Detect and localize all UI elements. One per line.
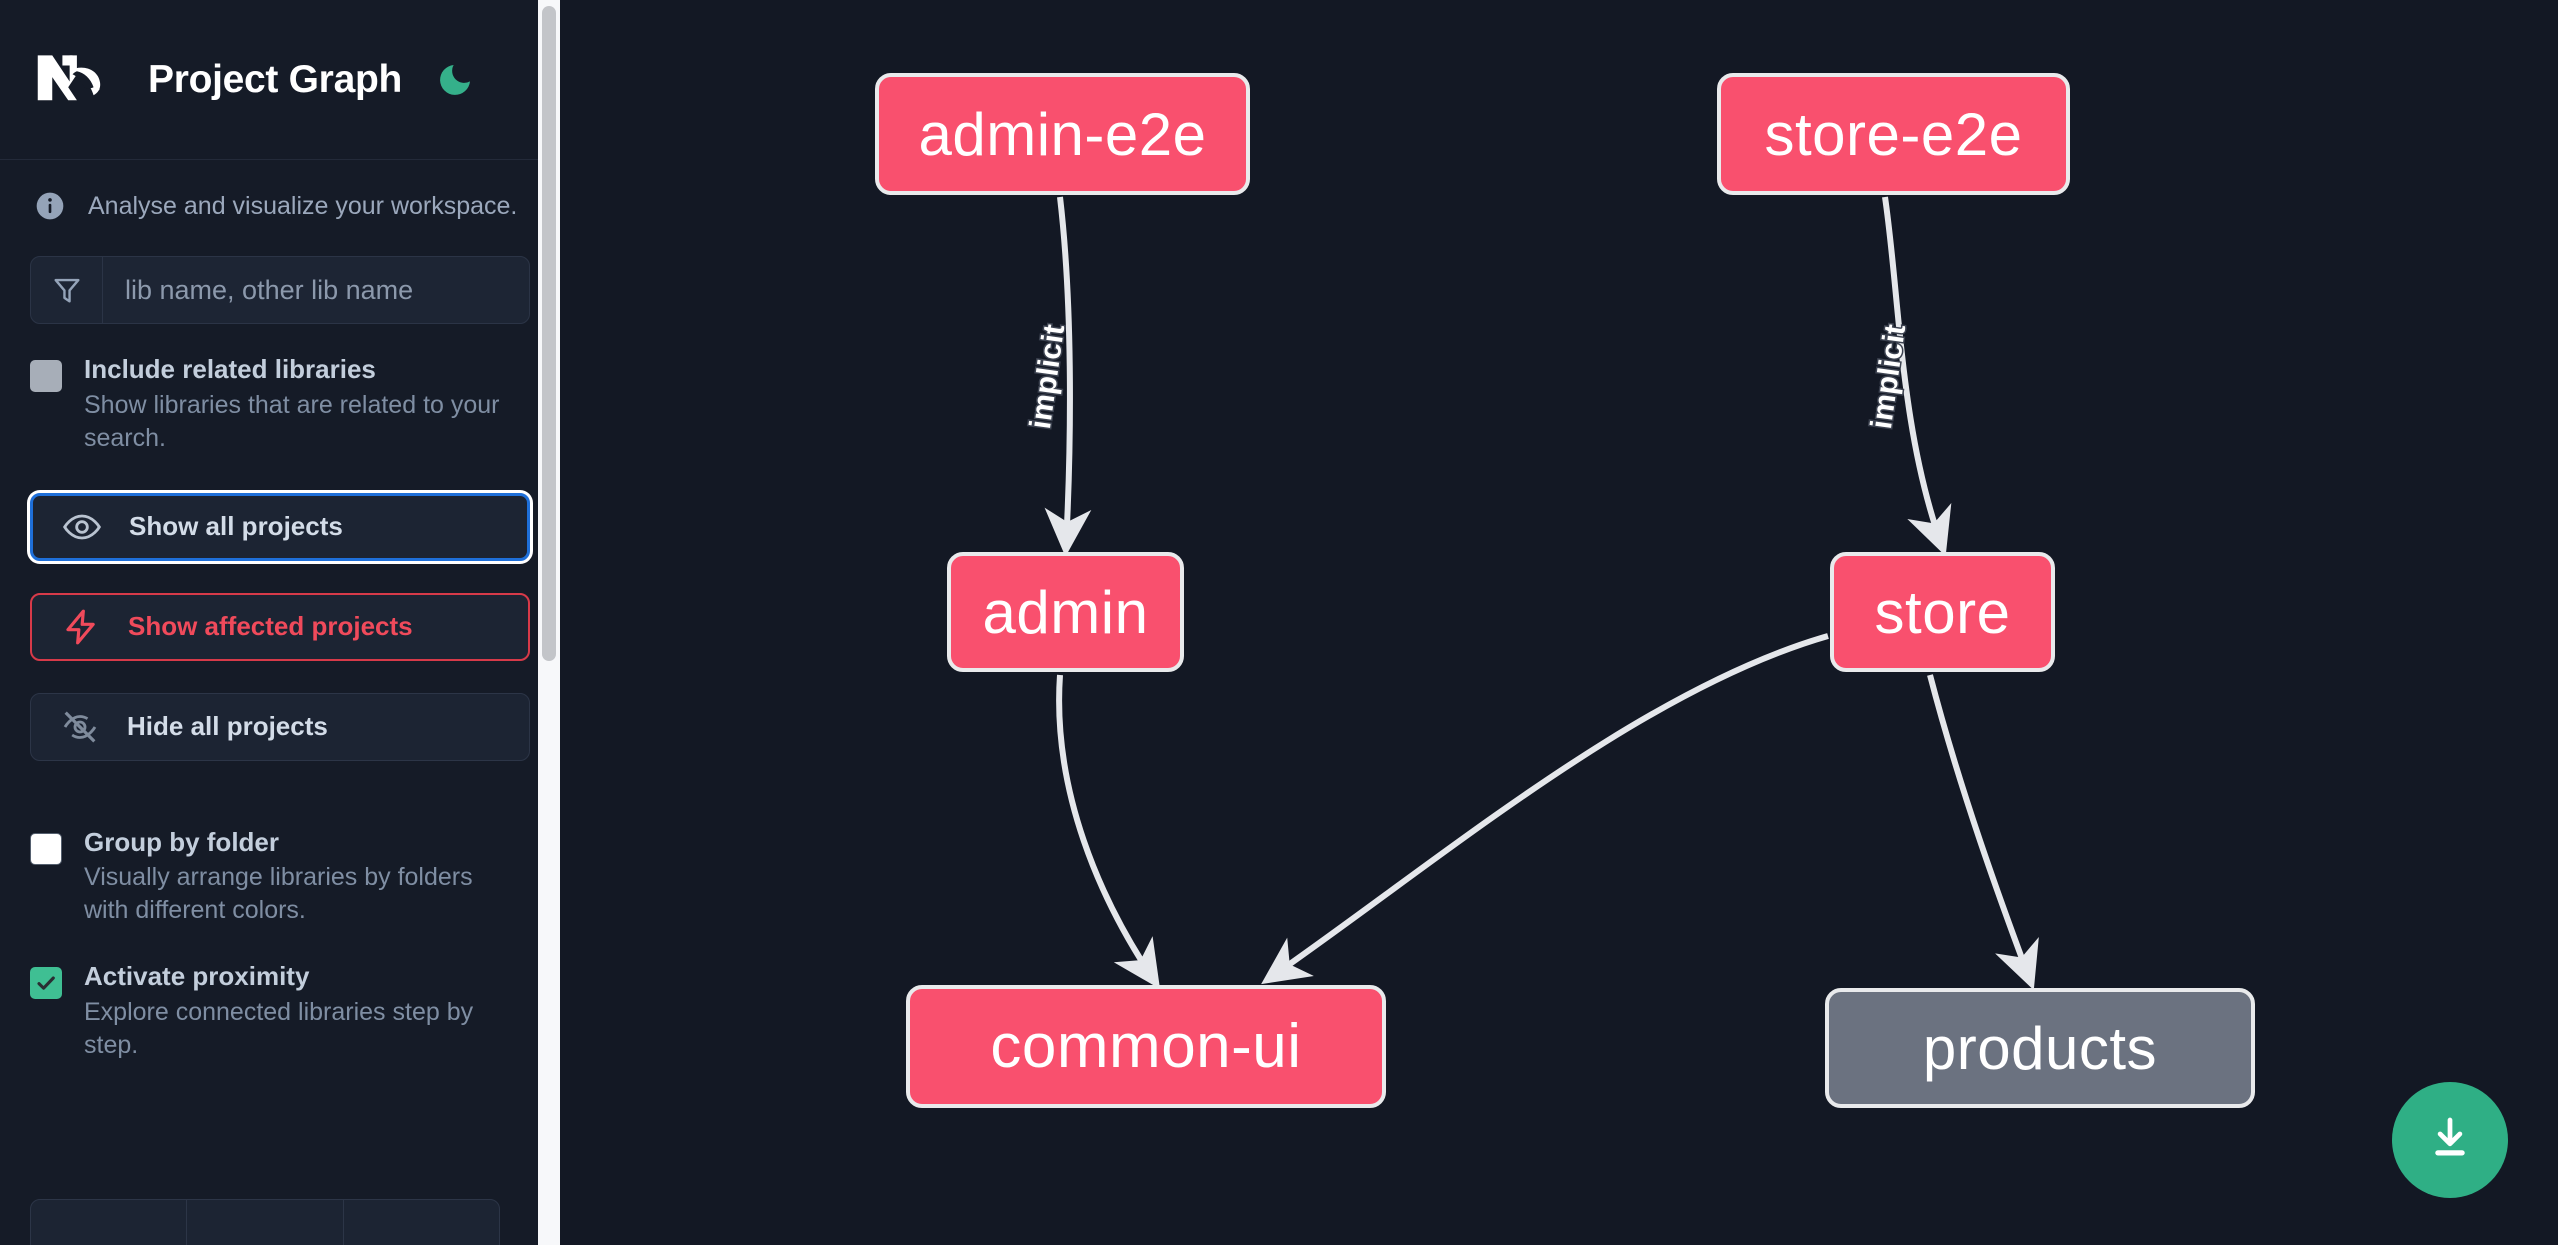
node-label: admin [982,578,1149,646]
check-icon [37,976,55,991]
button-label: Show all projects [129,511,343,542]
checkbox-activate-proximity[interactable] [30,967,62,1000]
sidebar-header: Project Graph [0,0,560,160]
eye-icon [61,506,103,548]
graph-node-admin[interactable]: admin [947,552,1184,672]
option-description: Explore connected libraries step by step… [84,998,474,1060]
segmented-control[interactable] [30,1199,500,1245]
node-label: store-e2e [1764,100,2023,168]
hide-all-projects-button[interactable]: Hide all projects [30,692,530,761]
button-label: Hide all projects [127,711,328,742]
checkbox-include-related-libraries[interactable] [30,360,62,392]
graph-node-store-e2e[interactable]: store-e2e [1717,73,2070,195]
eye-off-icon [59,706,101,748]
moon-icon[interactable] [432,57,478,103]
option-description: Show libraries that are related to your … [84,390,500,452]
option-activate-proximity[interactable]: Activate proximity Explore connected lib… [0,927,560,1062]
sidebar-button-group: Show all projects Show affected projects [0,455,560,761]
graph-canvas[interactable]: implicit implicit admin-e2e store-e2e ad… [560,0,2558,1245]
option-title: Group by folder [84,826,279,857]
sidebar: Project Graph Analyse and visualize your… [0,0,560,1245]
sidebar-info-row: Analyse and visualize your workspace. [0,160,560,248]
show-all-projects-button[interactable]: Show all projects [30,492,530,561]
page-title: Project Graph [148,57,402,101]
edge-admin-to-common-ui [1056,674,1161,989]
graph-edges: implicit implicit [1022,196,2039,991]
sidebar-info-text: Analyse and visualize your workspace. [88,191,518,220]
filter-funnel-icon [31,257,103,323]
segment-2[interactable] [187,1200,344,1245]
lightning-icon [60,606,102,648]
option-title: Activate proximity [84,961,310,992]
graph-node-common-ui[interactable]: common-ui [906,985,1386,1108]
option-include-related-libraries[interactable]: Include related libraries Show libraries… [0,324,560,455]
node-label: products [1922,1014,2158,1082]
edge-admin-e2e-to-admin [1044,196,1092,557]
option-title: Include related libraries [84,354,376,384]
graph-node-admin-e2e[interactable]: admin-e2e [875,73,1250,195]
search-box[interactable] [30,256,530,324]
info-circle-icon [34,190,66,222]
search-input[interactable] [103,257,529,323]
segment-3[interactable] [344,1200,499,1245]
option-description: Visually arrange libraries by folders wi… [84,863,473,925]
download-graph-button[interactable] [2392,1082,2508,1198]
option-group-by-folder[interactable]: Group by folder Visually arrange librari… [0,793,560,928]
button-label: Show affected projects [128,611,413,642]
nx-logo [30,51,118,109]
edge-store-to-products [1927,674,2039,991]
edge-label-implicit-admin: implicit [1024,322,1071,431]
checkbox-group-by-folder[interactable] [30,832,62,865]
segment-1[interactable] [31,1200,188,1245]
graph-node-store[interactable]: store [1830,552,2055,672]
node-label: store [1874,578,2011,646]
node-label: common-ui [990,1012,1302,1081]
show-affected-projects-button[interactable]: Show affected projects [30,592,530,661]
edge-label-implicit-store: implicit [1865,322,1912,431]
graph-node-products[interactable]: products [1825,988,2255,1108]
download-icon [2423,1111,2477,1170]
sidebar-scrollbar-thumb[interactable] [542,6,556,661]
edge-store-to-common-ui [1261,633,1829,985]
node-label: admin-e2e [918,100,1207,168]
edge-store-e2e-to-store [1882,196,1952,557]
